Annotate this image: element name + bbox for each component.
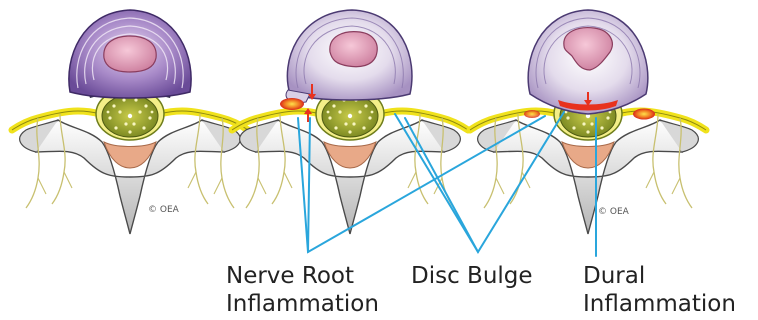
- copyright-text: © OEA: [148, 205, 180, 215]
- copyright-text: © OEA: [598, 207, 630, 217]
- vertebra-normal: © OEA: [12, 10, 248, 234]
- label-nerve-root-line1: Nerve Root: [226, 262, 379, 290]
- label-disc-bulge-text: Disc Bulge: [411, 262, 533, 290]
- label-dural-line2: Inflammation: [583, 290, 736, 318]
- vertebra-dural: © OEA: [470, 10, 706, 234]
- label-dural: Dural Inflammation: [583, 262, 736, 318]
- label-nerve-root: Nerve Root Inflammation: [226, 262, 379, 318]
- label-disc-bulge: Disc Bulge: [411, 262, 533, 290]
- label-dural-line1: Dural: [583, 262, 736, 290]
- vertebra-nerve-root: [232, 10, 468, 234]
- label-nerve-root-line2: Inflammation: [226, 290, 379, 318]
